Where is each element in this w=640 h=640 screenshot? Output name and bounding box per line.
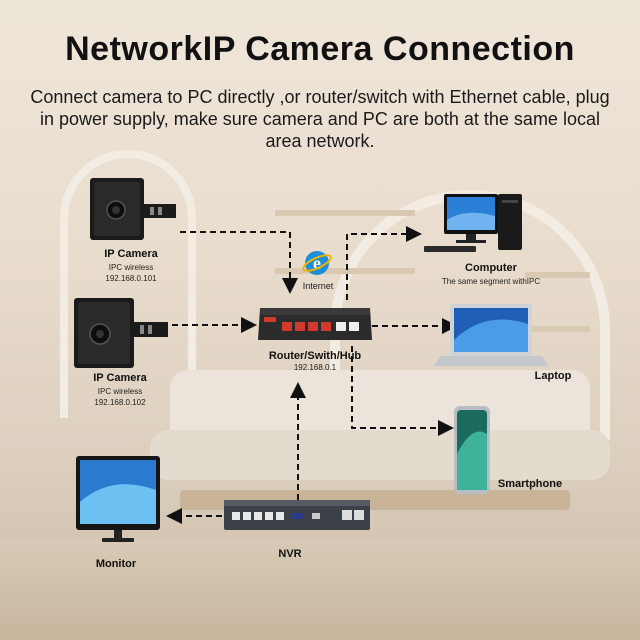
ip-camera-2 [68,296,178,372]
camera-1-ip: 192.168.0.101 [105,274,157,283]
camera-1-line1: IPC wireless [108,263,154,272]
nvr-label: NVR [278,548,302,560]
smartphone-device [452,404,492,496]
camera-2-label: IP Camera [93,372,147,384]
line-router-to-smartphone [351,346,454,436]
nvr-device [222,496,372,536]
computer-device [420,190,530,258]
camera-2-ip: 192.168.0.102 [94,398,146,407]
line-camera1-to-router [180,231,298,294]
internet-icon: e [302,248,332,278]
camera-1-label: IP Camera [104,248,158,260]
camera-2-line1: IPC wireless [97,387,143,396]
line-router-to-computer [346,226,422,300]
router-label: Router/Swith/Hub [268,350,362,362]
page-title: NetworkIP Camera Connection [65,30,575,68]
laptop-label: Laptop [534,370,572,382]
monitor-device [72,452,168,548]
laptop-device [430,300,550,370]
computer-note: The same segment withIPC [441,277,541,286]
ip-camera-1 [84,176,184,246]
smartphone-label: Smartphone [497,478,563,490]
router-ip: 192.168.0.1 [293,363,337,372]
camera-icon [90,178,176,240]
router-device [256,300,374,346]
camera-icon [74,298,168,368]
computer-label: Computer [465,262,517,274]
page-subtitle: Connect camera to PC directly ,or router… [30,87,610,151]
svg-text:e: e [313,253,321,273]
monitor-label: Monitor [95,558,137,570]
internet-label: Internet [302,281,334,291]
